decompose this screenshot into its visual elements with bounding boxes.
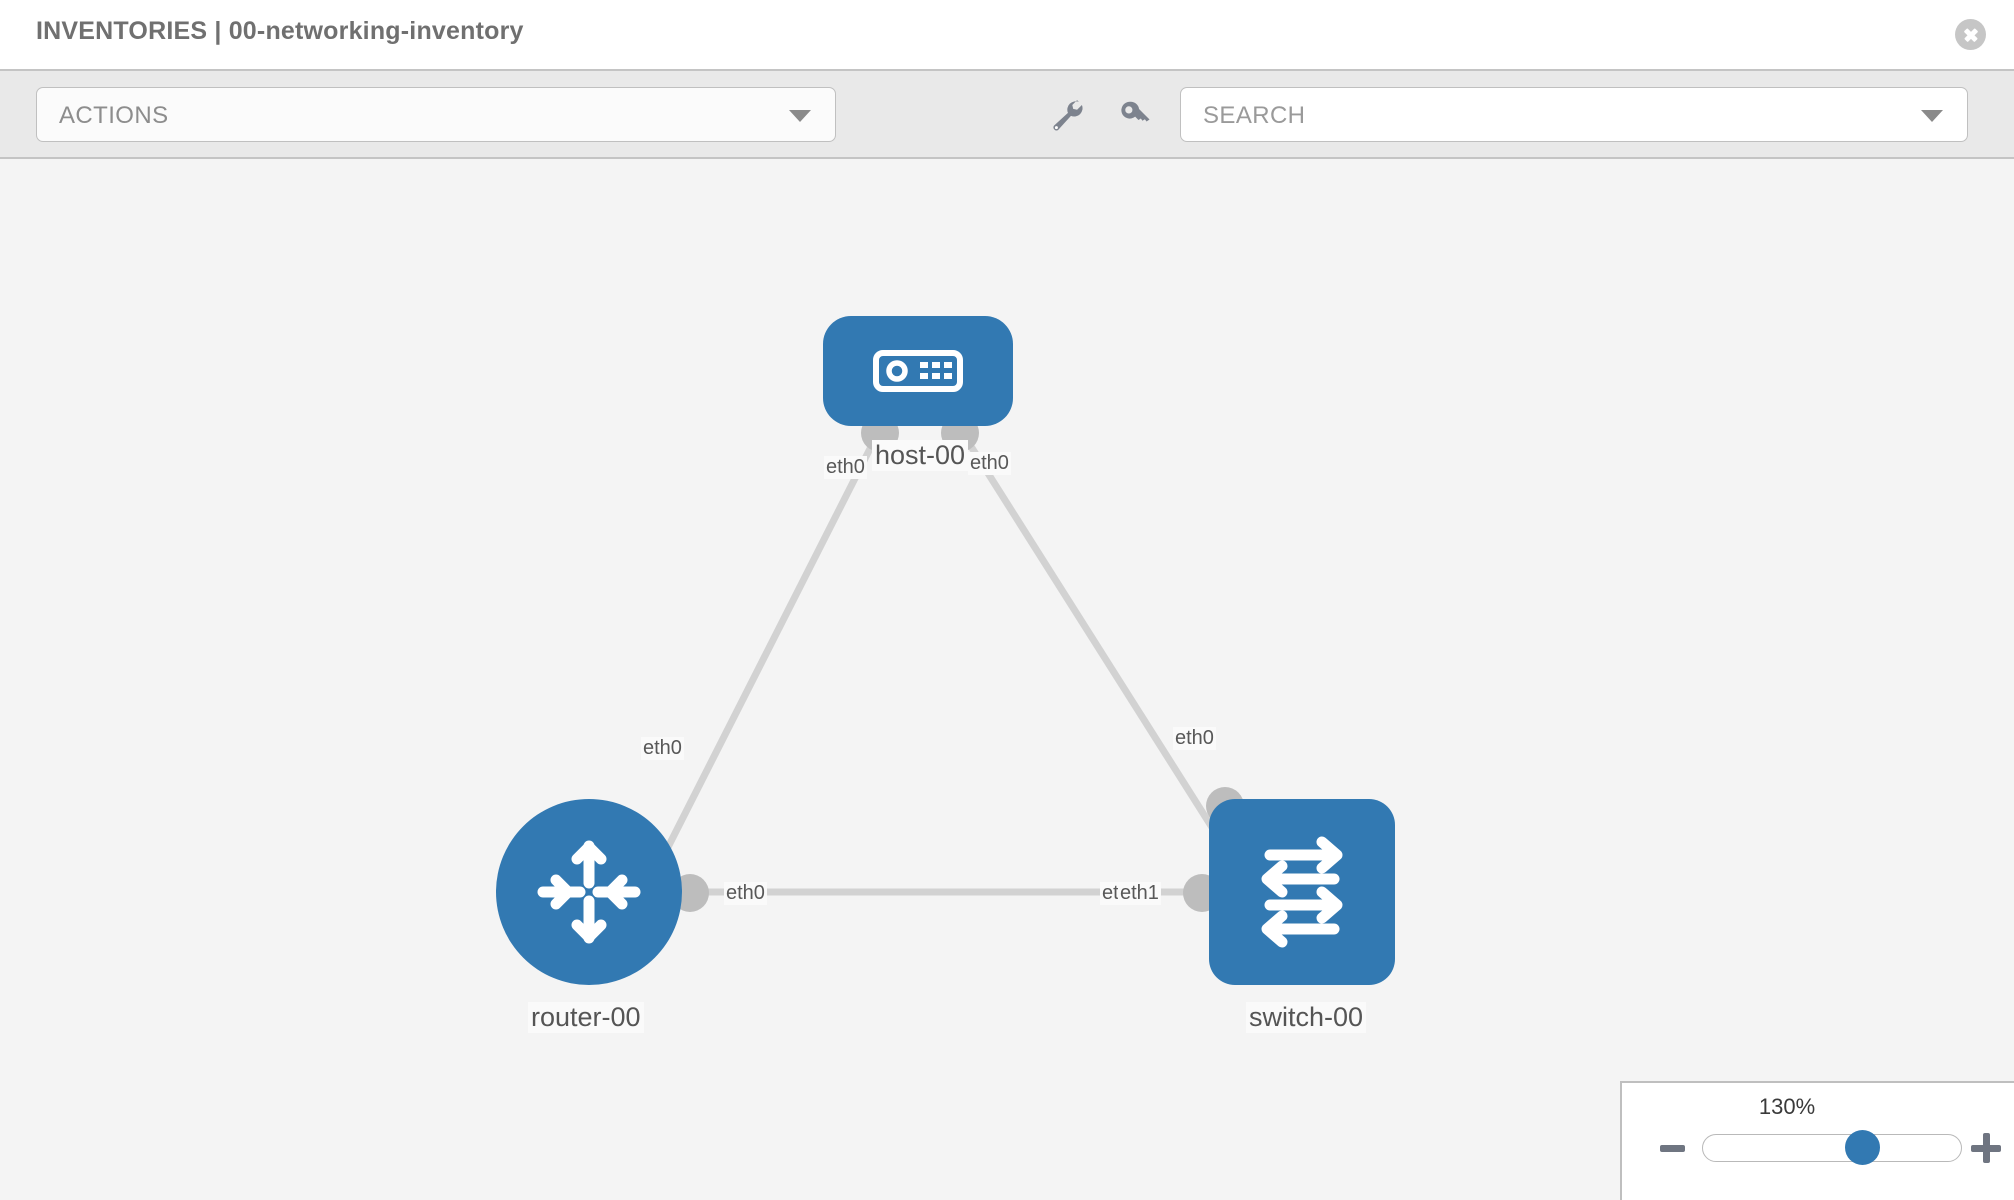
node-label-router-00: router-00 — [528, 1002, 644, 1033]
node-switch-00[interactable] — [1209, 799, 1395, 985]
link-host-router — [658, 427, 884, 861]
router-icon — [537, 840, 641, 944]
search-placeholder: SEARCH — [1203, 102, 1306, 129]
node-router-00[interactable] — [496, 799, 682, 985]
zoom-slider-thumb[interactable] — [1845, 1130, 1880, 1165]
toolbar: ACTIONS SEARCH — [0, 69, 2014, 159]
iface-label-switch-up: eth0 — [1173, 727, 1216, 750]
key-icon[interactable] — [1107, 87, 1163, 143]
zoom-slider-track[interactable] — [1702, 1134, 1962, 1162]
page-header: INVENTORIES | 00-networking-inventory — [0, 0, 2014, 69]
chevron-down-icon — [789, 109, 811, 122]
close-icon[interactable] — [1955, 19, 1986, 50]
zoom-level-value: 130% — [1758, 1094, 1816, 1119]
zoom-control-panel: 130% — [1620, 1081, 2014, 1200]
link-host-switch — [957, 427, 1235, 861]
chevron-down-icon — [1921, 109, 1943, 122]
node-host-00[interactable] — [823, 316, 1013, 426]
page-title: INVENTORIES | 00-networking-inventory — [36, 17, 524, 45]
zoom-in-button[interactable] — [1971, 1133, 2001, 1163]
node-label-switch-00: switch-00 — [1246, 1002, 1367, 1033]
iface-label-router-right: eth0 — [724, 882, 767, 905]
iface-label-switch-left: eth1 — [1118, 882, 1161, 905]
topology-canvas[interactable]: host-00 eth0 eth0 router-00 eth0 eth0 sw… — [0, 159, 2014, 1200]
switch-icon — [1261, 836, 1343, 948]
actions-dropdown-label: ACTIONS — [59, 102, 169, 129]
iface-label-host-left: eth0 — [824, 456, 867, 479]
topology-links — [658, 427, 1235, 896]
actions-dropdown[interactable]: ACTIONS — [36, 87, 836, 142]
iface-label-host-right: eth0 — [968, 452, 1011, 475]
iface-label-router-up: eth0 — [641, 737, 684, 760]
server-icon — [873, 350, 963, 392]
wrench-icon[interactable] — [1038, 87, 1094, 143]
zoom-out-button[interactable] — [1660, 1145, 1685, 1152]
search-input[interactable]: SEARCH — [1180, 87, 1968, 142]
node-label-host-00: host-00 — [872, 440, 969, 471]
